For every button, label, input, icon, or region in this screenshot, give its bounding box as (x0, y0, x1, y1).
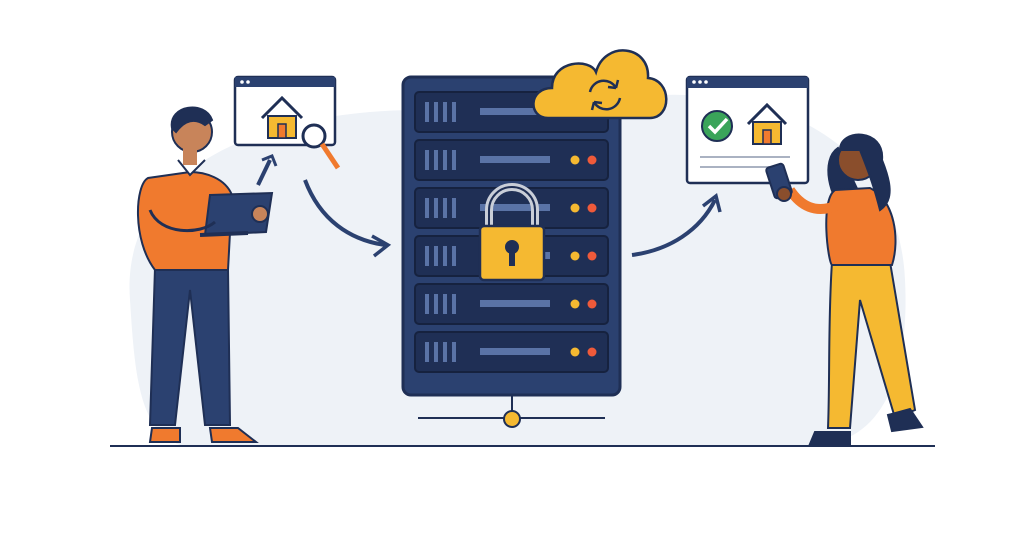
laptop-icon (199, 191, 274, 237)
magnifier-icon (301, 123, 341, 170)
status-led (570, 155, 580, 165)
server-slot (414, 283, 609, 325)
padlock-icon (478, 183, 546, 282)
status-led (570, 203, 580, 213)
house-icon (260, 95, 304, 139)
arrow-icon (256, 154, 722, 258)
server-slot (414, 139, 609, 181)
status-led (570, 251, 580, 261)
status-led (570, 299, 580, 309)
browser-window-verified (685, 75, 810, 185)
status-led (587, 155, 597, 165)
server-slot (414, 187, 609, 229)
server-rack (401, 75, 622, 428)
house-icon (746, 102, 788, 145)
status-led (587, 347, 597, 357)
checkmark-icon (701, 110, 733, 142)
cloud-sync-icon (532, 49, 668, 120)
person-with-phone (765, 133, 924, 445)
browser-window-search (233, 75, 341, 170)
status-led (587, 203, 597, 213)
status-led (587, 299, 597, 309)
status-led (570, 347, 580, 357)
person-with-laptop (136, 106, 274, 443)
server-slot (414, 331, 609, 373)
network-node (503, 410, 521, 428)
status-led (587, 251, 597, 261)
